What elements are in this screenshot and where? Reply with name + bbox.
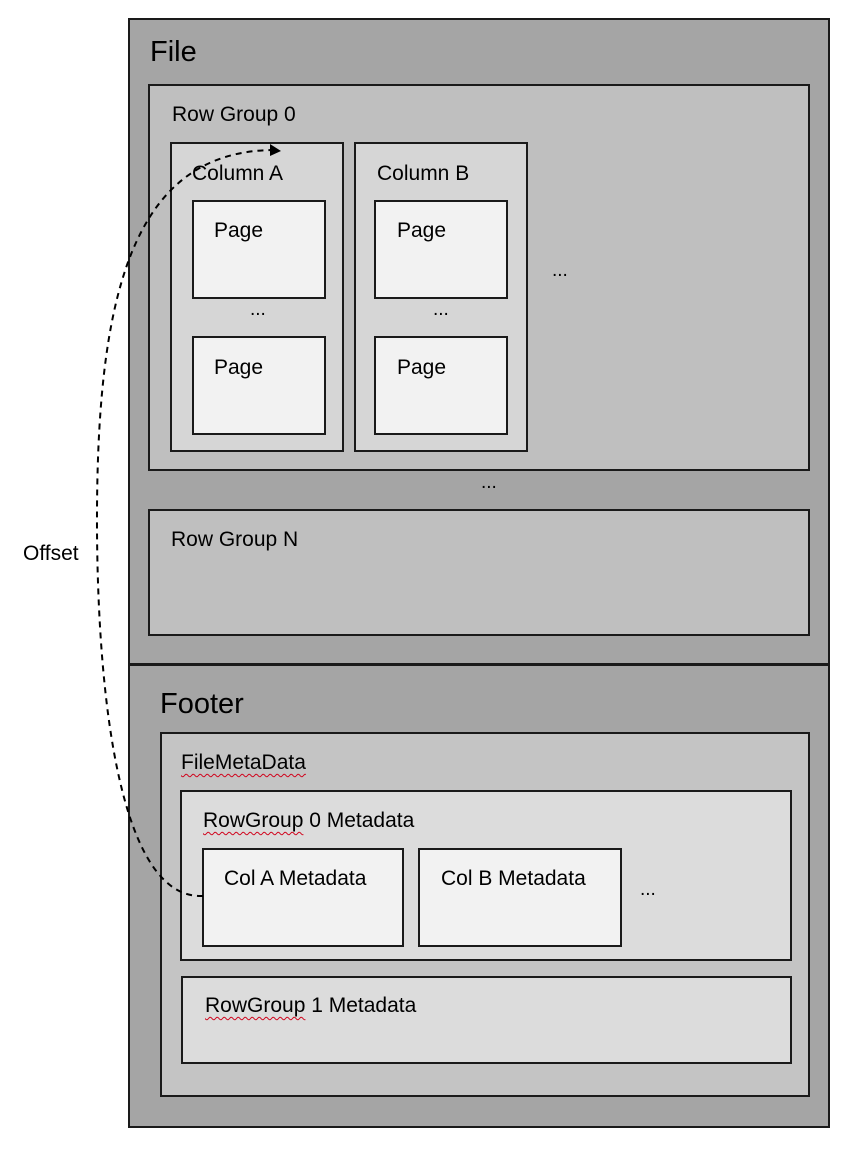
offset-label: Offset [23,542,79,565]
more-columns-ellipsis: ... [552,260,568,281]
col-a-metadata [202,848,404,947]
rowgroup-1-metadata-title: RowGroup 1 Metadata [205,995,416,1016]
column-b-page-top [374,200,508,299]
col-b-metadata-label: Col B Metadata [441,867,586,890]
col-a-metadata-label: Col A Metadata [224,867,367,890]
more-column-metadata-ellipsis: ... [640,879,656,900]
column-b-page-top-label: Page [397,219,447,242]
column-a-page-top [192,200,326,299]
column-b-ellipsis: ... [433,299,449,320]
rowgroup-0-metadata-title-rest: 0 Metadata [303,809,415,832]
column-a-page-top-label: Page [214,219,264,242]
column-a-page-bottom [192,336,326,435]
rowgroup-1-metadata [181,976,792,1064]
file-title: File [150,36,197,68]
column-a-ellipsis: ... [250,299,266,320]
rowgroup-0-metadata-title-word: RowGroup [203,809,304,832]
file-metadata-title: FileMetaData [181,751,306,774]
column-b-page-bottom [374,336,508,435]
column-b-title: Column B [377,162,470,185]
column-b-page-bottom-label: Page [397,356,447,379]
row-group-0-title: Row Group 0 [172,103,296,126]
row-group-n-title: Row Group N [171,528,299,551]
row-groups-ellipsis: ... [481,472,497,493]
col-b-metadata [418,848,622,947]
rowgroup-1-metadata-title-word: RowGroup [205,994,306,1017]
column-a-title: Column A [192,162,284,185]
rowgroup-0-metadata-title: RowGroup 0 Metadata [203,810,414,831]
column-a-page-bottom-label: Page [214,356,264,379]
footer-title: Footer [160,688,244,720]
rowgroup-1-metadata-title-rest: 1 Metadata [305,994,417,1017]
